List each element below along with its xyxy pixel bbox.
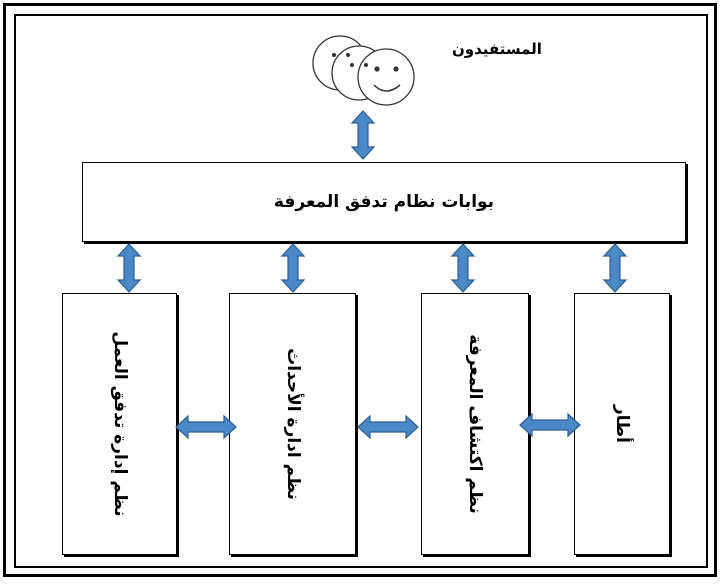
double-arrow-icon bbox=[117, 243, 141, 293]
double-arrow-icon bbox=[519, 413, 581, 437]
outer-frame bbox=[3, 3, 717, 577]
system-box-frame: أطار bbox=[574, 293, 670, 555]
portal-label: بوابات نظام تدفق المعرفة bbox=[273, 192, 495, 212]
face-front-icon bbox=[357, 48, 415, 106]
system-box-workflow: نظم إدارة تدفق العمل bbox=[62, 293, 177, 555]
double-arrow-icon bbox=[175, 415, 237, 439]
portal-box: بوابات نظام تدفق المعرفة bbox=[82, 162, 686, 242]
inner-frame bbox=[14, 14, 708, 568]
system-box-discovery: نظم اكتشاف المعرفة bbox=[421, 293, 529, 555]
double-arrow-icon bbox=[603, 243, 627, 293]
double-arrow-icon bbox=[357, 415, 419, 439]
double-arrow-icon bbox=[451, 243, 475, 293]
users-label: المستفيدون bbox=[452, 40, 542, 58]
users-icon bbox=[312, 25, 422, 125]
double-arrow-icon bbox=[281, 243, 305, 293]
double-arrow-icon bbox=[351, 110, 375, 160]
